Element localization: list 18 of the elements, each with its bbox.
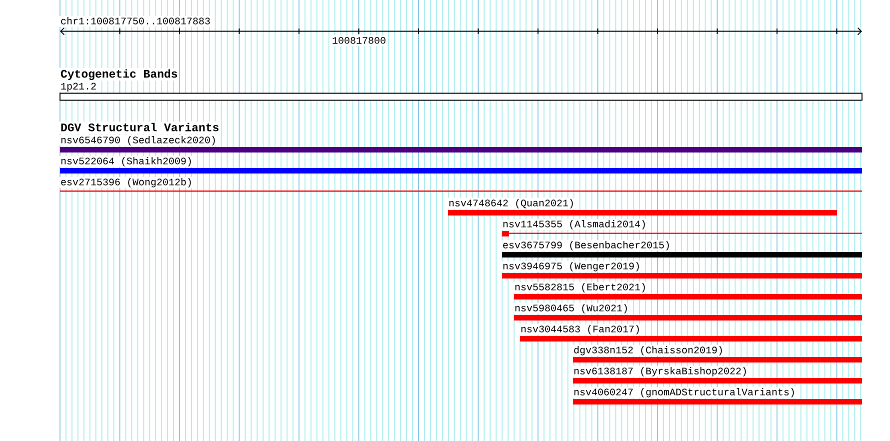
feature-label: esv2715396 (Wong2012b) [61, 178, 191, 188]
feature-label: nsv5980465 (Wu2021) [515, 304, 627, 314]
feature-label: nsv522064 (Shaikh2009) [61, 157, 191, 166]
feature-label: esv3675799 (Besenbacher2015) [503, 241, 669, 250]
tick-label: 100817800 [332, 37, 386, 44]
location-label: chr1:100817750..100817883 [61, 17, 210, 24]
feature-label: nsv5582815 (Ebert2021) [515, 283, 645, 292]
feature-label: dgv338n152 (Chaisson2019) [574, 346, 722, 356]
feature-label: nsv4748642 (Quan2021) [449, 199, 573, 208]
feature-label: nsv1145355 (Alsmadi2014) [503, 220, 645, 230]
feature-label: nsv3946975 (Wenger2019) [503, 262, 639, 272]
feature-label: nsv6138187 (ByrskaBishop2022) [574, 367, 746, 376]
track-heading: DGV Structural Variants [61, 122, 218, 132]
track-heading: Cytogenetic Bands [60, 69, 178, 80]
band-label: 1p21.2 [61, 82, 96, 92]
feature-label: nsv6546790 (Sedlazeck2020) [61, 136, 215, 146]
feature-label: nsv4060247 (gnomADStructuralVariants) [574, 388, 794, 398]
feature-label: nsv3044583 (Fan2017) [521, 325, 639, 334]
